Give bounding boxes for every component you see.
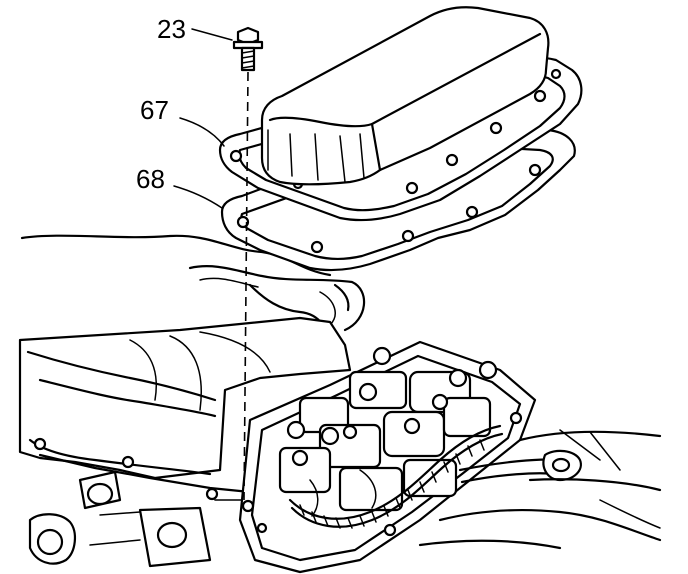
alignment-line <box>243 71 249 501</box>
leader-line-67 <box>179 117 225 147</box>
callout-cover-number: 67 <box>140 95 169 125</box>
leader-line-23 <box>191 28 233 41</box>
pan-bolt <box>232 26 264 72</box>
engine-block-drawing <box>18 234 662 574</box>
pan-cover <box>218 6 583 222</box>
callout-gasket-number: 68 <box>136 164 165 194</box>
valve-body-components <box>241 346 523 537</box>
callout-bolt-number: 23 <box>157 14 186 44</box>
leader-line-68 <box>173 185 223 209</box>
